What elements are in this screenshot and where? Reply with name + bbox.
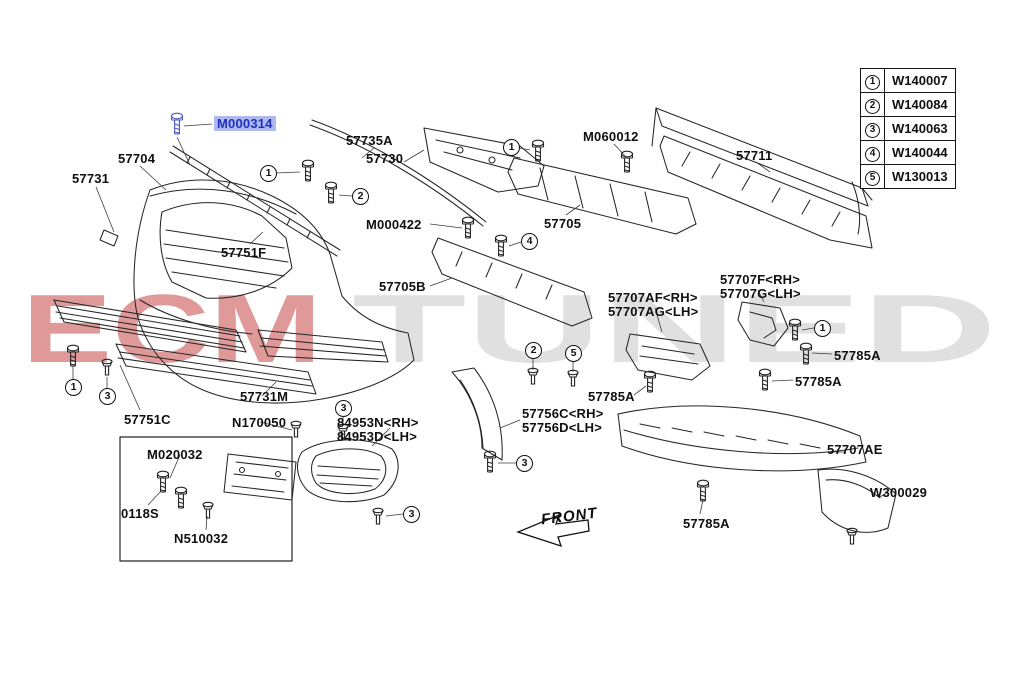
part-label: M060012 [583, 129, 639, 144]
legend-number-cell: 5 [860, 164, 885, 189]
part-label: 57756C<RH> [522, 406, 604, 421]
leader-lines [72, 123, 889, 531]
part-label: 57731M [240, 389, 289, 404]
legend-callout-number: 4 [865, 146, 880, 162]
trim-strip-drawing [309, 119, 487, 227]
part-label: 0118S [121, 506, 159, 521]
part-label: 57705 [544, 216, 582, 231]
part-label: M000422 [366, 217, 422, 232]
lower-grille-drawing [53, 299, 317, 395]
clip-icon [202, 501, 214, 519]
part-label: 57785A [683, 516, 730, 531]
part-label: 57704 [118, 151, 156, 166]
part-label: W300029 [870, 485, 928, 500]
side-bracket-rh-drawing [737, 301, 789, 347]
legend-part-code: W140007 [884, 68, 956, 93]
bolt-icon [483, 450, 497, 473]
lower-absorber-drawing [431, 237, 593, 327]
upper-bracket-drawing [423, 127, 545, 193]
part-label: 57707AE [827, 442, 883, 457]
front-arrow-icon [516, 513, 590, 548]
bolt-icon [461, 216, 475, 239]
watermark-left-text: ECM [22, 274, 322, 383]
part-label: 57785A [588, 389, 635, 404]
bolt-icon [696, 479, 710, 502]
bolt-icon [324, 181, 338, 204]
bolt-icon [301, 159, 315, 182]
license-bracket-detail [119, 436, 297, 562]
legend-part-code: W140044 [884, 140, 956, 165]
part-label: 57711 [736, 148, 773, 163]
part-label: 57751C [124, 412, 171, 427]
part-label: 57785A [795, 374, 842, 389]
part-label: 57730 [366, 151, 404, 166]
part-label: 57731 [72, 171, 110, 186]
legend-number-cell: 2 [860, 92, 885, 117]
under-cover-drawing [617, 405, 867, 472]
part-label: 57751F [221, 245, 267, 260]
part-label: 84953D<LH> [337, 429, 418, 444]
legend-number-cell: 3 [860, 116, 885, 141]
legend-number-cell: 4 [860, 140, 885, 165]
legend-part-code: W130013 [884, 164, 956, 189]
bolt-icon-highlighted [170, 112, 184, 135]
part-label: N170050 [232, 415, 287, 430]
legend-part-code: W140084 [884, 92, 956, 117]
fog-cover-drawing [297, 439, 399, 503]
clip-icon [290, 420, 302, 438]
part-label: 84953N<RH> [337, 415, 419, 430]
legend-number-cell: 1 [860, 68, 885, 93]
energy-absorber-drawing [507, 157, 697, 235]
part-label: 57707AG<LH> [608, 304, 699, 319]
watermark-right-text: TUNED [352, 274, 997, 383]
part-label: 57707G<LH> [720, 286, 801, 301]
part-label: 57707F<RH> [720, 272, 801, 287]
bolt-icon [494, 234, 508, 257]
bumper-beam-drawing [651, 107, 873, 249]
watermark: ECM TUNED [22, 274, 997, 383]
legend-callout-number: 1 [865, 74, 880, 90]
corner-garnish-drawing [451, 367, 503, 461]
part-label: 57707AF<RH> [608, 290, 698, 305]
side-bracket-lh-drawing [625, 333, 711, 381]
legend-callout-number: 3 [865, 122, 880, 138]
legend-callout-number: 2 [865, 98, 880, 114]
cover-end-drawing [817, 468, 897, 533]
part-label: 57705B [379, 279, 426, 294]
bolt-icon [156, 470, 170, 493]
clip-icon [372, 507, 384, 525]
legend-part-code: W140063 [884, 116, 956, 141]
part-label: N510032 [174, 531, 229, 546]
part-label-highlighted[interactable]: M000314 [214, 116, 276, 131]
part-label: 57785A [834, 348, 881, 363]
part-label: M020032 [147, 447, 203, 462]
part-label: 57756D<LH> [522, 420, 603, 435]
legend-callout-number: 5 [865, 170, 880, 186]
part-label: 57735A [346, 133, 393, 148]
bolt-icon [174, 486, 188, 509]
